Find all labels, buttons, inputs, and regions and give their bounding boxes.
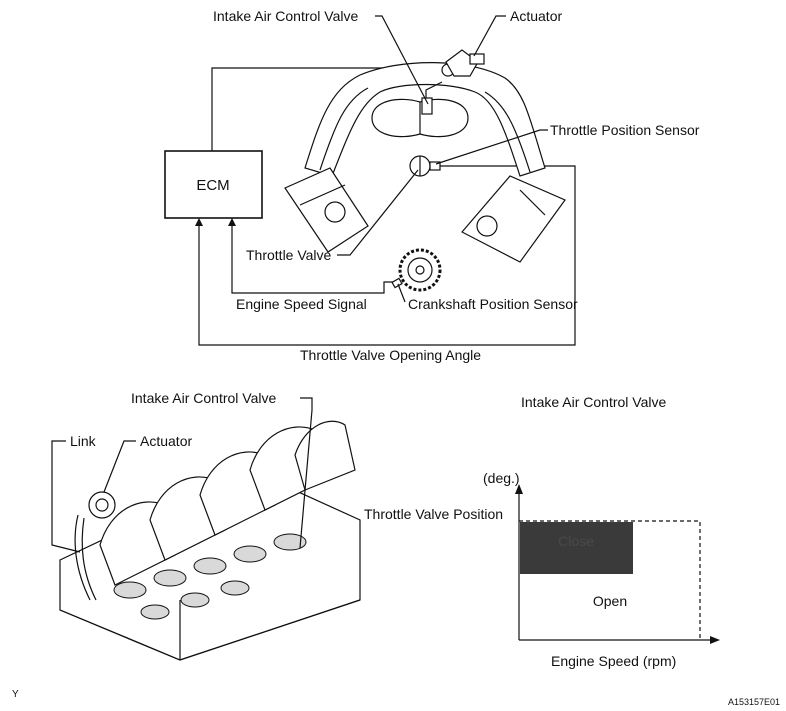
ecm-box [164, 150, 263, 219]
right-cylinder [461, 175, 566, 263]
engine-speed-signal-line [231, 226, 395, 294]
label-intake-air-control-valve-bottom: Intake Air Control Valve [131, 390, 276, 406]
top-system-diagram: ECM [164, 8, 700, 363]
leader-link [51, 440, 81, 553]
valve-graph: Intake Air Control Valve (deg.) Throttle… [364, 394, 720, 669]
label-intake-air-control-valve-top: Intake Air Control Valve [213, 8, 358, 24]
intake-manifold-top [304, 62, 546, 177]
graph-open-label: Open [593, 593, 627, 609]
ecm-label: ECM [196, 177, 229, 194]
leader-crankshaft-sensor [397, 283, 406, 303]
label-throttle-valve: Throttle Valve [246, 247, 332, 263]
graph-x-axis-arrow [710, 636, 720, 644]
intake-manifold-illustration: Intake Air Control Valve Link Actuator [51, 390, 361, 661]
left-cylinder [284, 167, 369, 253]
label-actuator-top: Actuator [510, 8, 562, 24]
port-row [113, 533, 307, 620]
graph-y-unit: (deg.) [483, 470, 520, 486]
graph-max-boundary [519, 520, 701, 640]
leader-throttle-valve [337, 169, 419, 256]
graph-close-label: Close [558, 533, 594, 549]
corner-mark-left: Y [12, 689, 19, 700]
graph-y-axis-arrow [515, 484, 523, 494]
label-link: Link [70, 433, 97, 449]
leader-actuator [473, 15, 506, 57]
leader-intake-valve [375, 15, 429, 105]
graph-title: Intake Air Control Valve [521, 394, 666, 410]
actuator-part [441, 49, 485, 77]
graph-y-label: Throttle Valve Position [364, 506, 503, 522]
ecm-to-actuator-line [211, 67, 440, 151]
leader-tps [435, 129, 548, 165]
leader-actuator-bottom [103, 440, 136, 493]
tps-signal-arrow [195, 218, 203, 226]
graph-close-region [520, 522, 633, 574]
graph-x-label: Engine Speed (rpm) [551, 653, 676, 669]
label-engine-speed-signal: Engine Speed Signal [236, 296, 367, 312]
leader-intake-valve-bottom [299, 397, 313, 549]
label-crankshaft-position-sensor: Crankshaft Position Sensor [408, 296, 578, 312]
label-actuator-bottom: Actuator [140, 433, 192, 449]
engine-speed-signal-arrow [228, 218, 236, 226]
figure-id: A153157E01 [728, 697, 780, 707]
crankshaft-gear [391, 248, 442, 292]
label-throttle-position-sensor: Throttle Position Sensor [550, 122, 700, 138]
label-throttle-valve-opening-angle: Throttle Valve Opening Angle [300, 347, 481, 363]
